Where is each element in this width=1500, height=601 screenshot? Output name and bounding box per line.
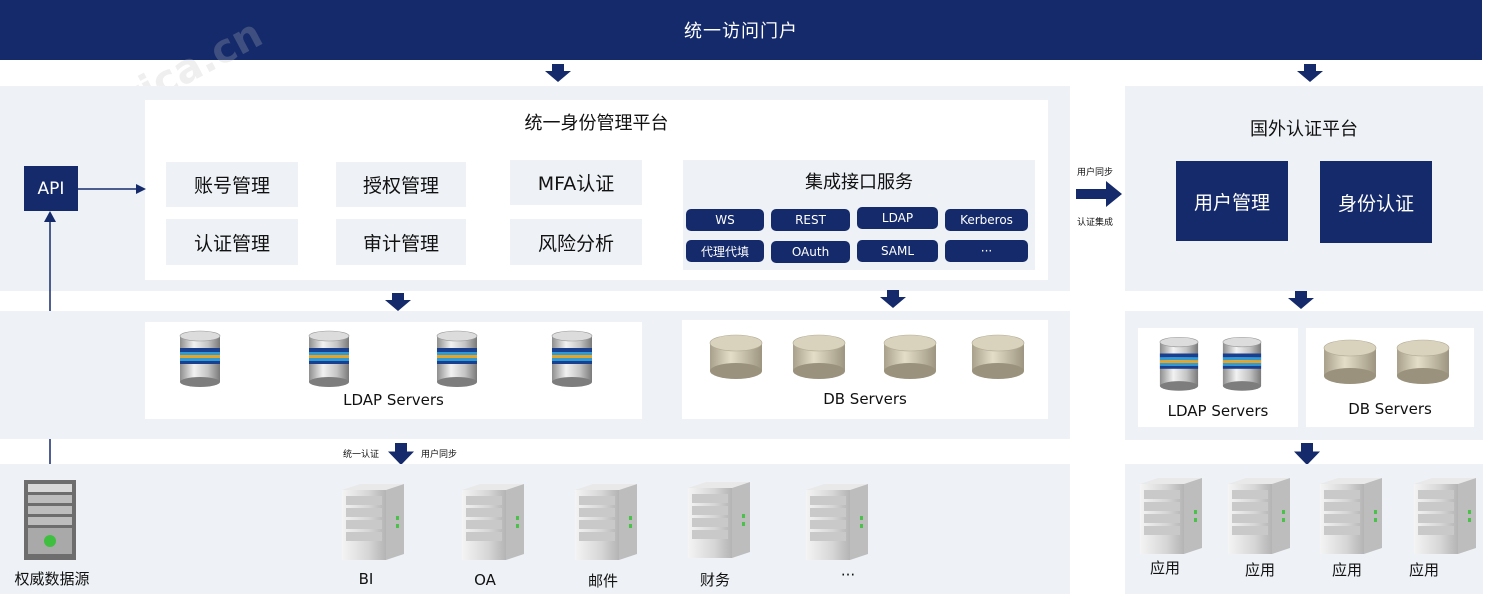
protocol-ws: WS [686,209,764,231]
api-box: API [24,166,78,211]
right-arrow-icon [1076,181,1122,207]
api-arrow-icon [78,184,146,194]
app-label-oa: OA [474,571,496,589]
protocol-oauth: OAuth [771,241,850,263]
ldap-database-icon [1158,336,1200,392]
app-server-icon [573,482,639,562]
protocol-rest: REST [771,209,850,231]
foreign-db-label: DB Servers [1348,400,1432,418]
ldap-database-icon [550,330,594,388]
foreign-app-label: 应用 [1331,561,1362,579]
api-label: API [37,178,65,199]
protocol-proxy-fill: 代理代填 [686,240,764,262]
app-server-icon [686,480,752,560]
foreign-app-label: 应用 [1244,561,1275,579]
ldap-database-icon [435,330,479,388]
app-server-icon [1412,476,1478,556]
ldap-database-icon [178,330,222,388]
unified-auth-label: 统一认证 [343,450,380,460]
db-servers-label: DB Servers [823,390,907,408]
arrow-down-icon [880,290,906,308]
protocol-more: ··· [945,240,1028,262]
platform-title: 统一身份管理平台 [524,113,669,134]
db-icon [708,333,764,381]
app-server-icon [804,482,870,562]
arrow-down-icon [385,293,411,311]
arrow-down-icon [1294,443,1320,465]
portal-header: 统一访问门户 [0,0,1482,60]
portal-title: 统一访问门户 [684,21,798,42]
mfa-auth-box: MFA认证 [510,160,642,205]
db-icon [1395,338,1451,386]
arrow-down-icon [1297,64,1323,82]
foreign-app-label: 应用 [1408,561,1439,579]
identity-auth-box: 身份认证 [1320,161,1432,243]
arrow-down-icon [1288,291,1314,309]
foreign-ldap-label: LDAP Servers [1167,402,1269,420]
risk-analysis-box: 风险分析 [510,219,642,265]
user-sync-label: 用户同步 [421,450,458,460]
middle-sync-label: 用户同步 [1077,168,1114,178]
data-source-label: 权威数据源 [14,570,90,588]
ldap-servers-label: LDAP Servers [343,391,444,409]
app-label-more: ··· [840,566,856,584]
arrow-down-icon [388,443,414,465]
audit-management-box: 审计管理 [336,219,466,265]
middle-integration-label: 认证集成 [1077,218,1114,228]
db-icon [970,333,1026,381]
app-label-bi: BI [358,570,374,588]
arrow-down-icon [545,64,571,82]
app-server-icon [340,482,406,562]
app-server-icon [1226,476,1292,556]
account-management-box: 账号管理 [166,162,298,207]
ldap-database-icon [307,330,351,388]
user-management-box: 用户管理 [1176,161,1288,241]
app-server-icon [1318,476,1384,556]
app-band [0,464,1070,594]
foreign-app-label: 应用 [1149,559,1180,577]
app-label-finance: 财务 [699,571,730,589]
auth-management-box: 认证管理 [166,219,298,265]
foreign-platform-title: 国外认证平台 [1250,119,1358,140]
protocol-ldap: LDAP [857,207,938,229]
protocol-saml: SAML [857,240,938,262]
app-server-icon [1138,476,1204,556]
data-source-server-icon [24,480,76,560]
ldap-database-icon [1221,336,1263,392]
app-server-icon [460,482,526,562]
db-icon [882,333,938,381]
authorization-management-box: 授权管理 [336,162,466,207]
app-label-mail: 邮件 [587,572,618,590]
db-icon [791,333,847,381]
integration-title: 集成接口服务 [805,172,913,193]
protocol-kerberos: Kerberos [945,209,1028,231]
db-icon [1322,338,1378,386]
